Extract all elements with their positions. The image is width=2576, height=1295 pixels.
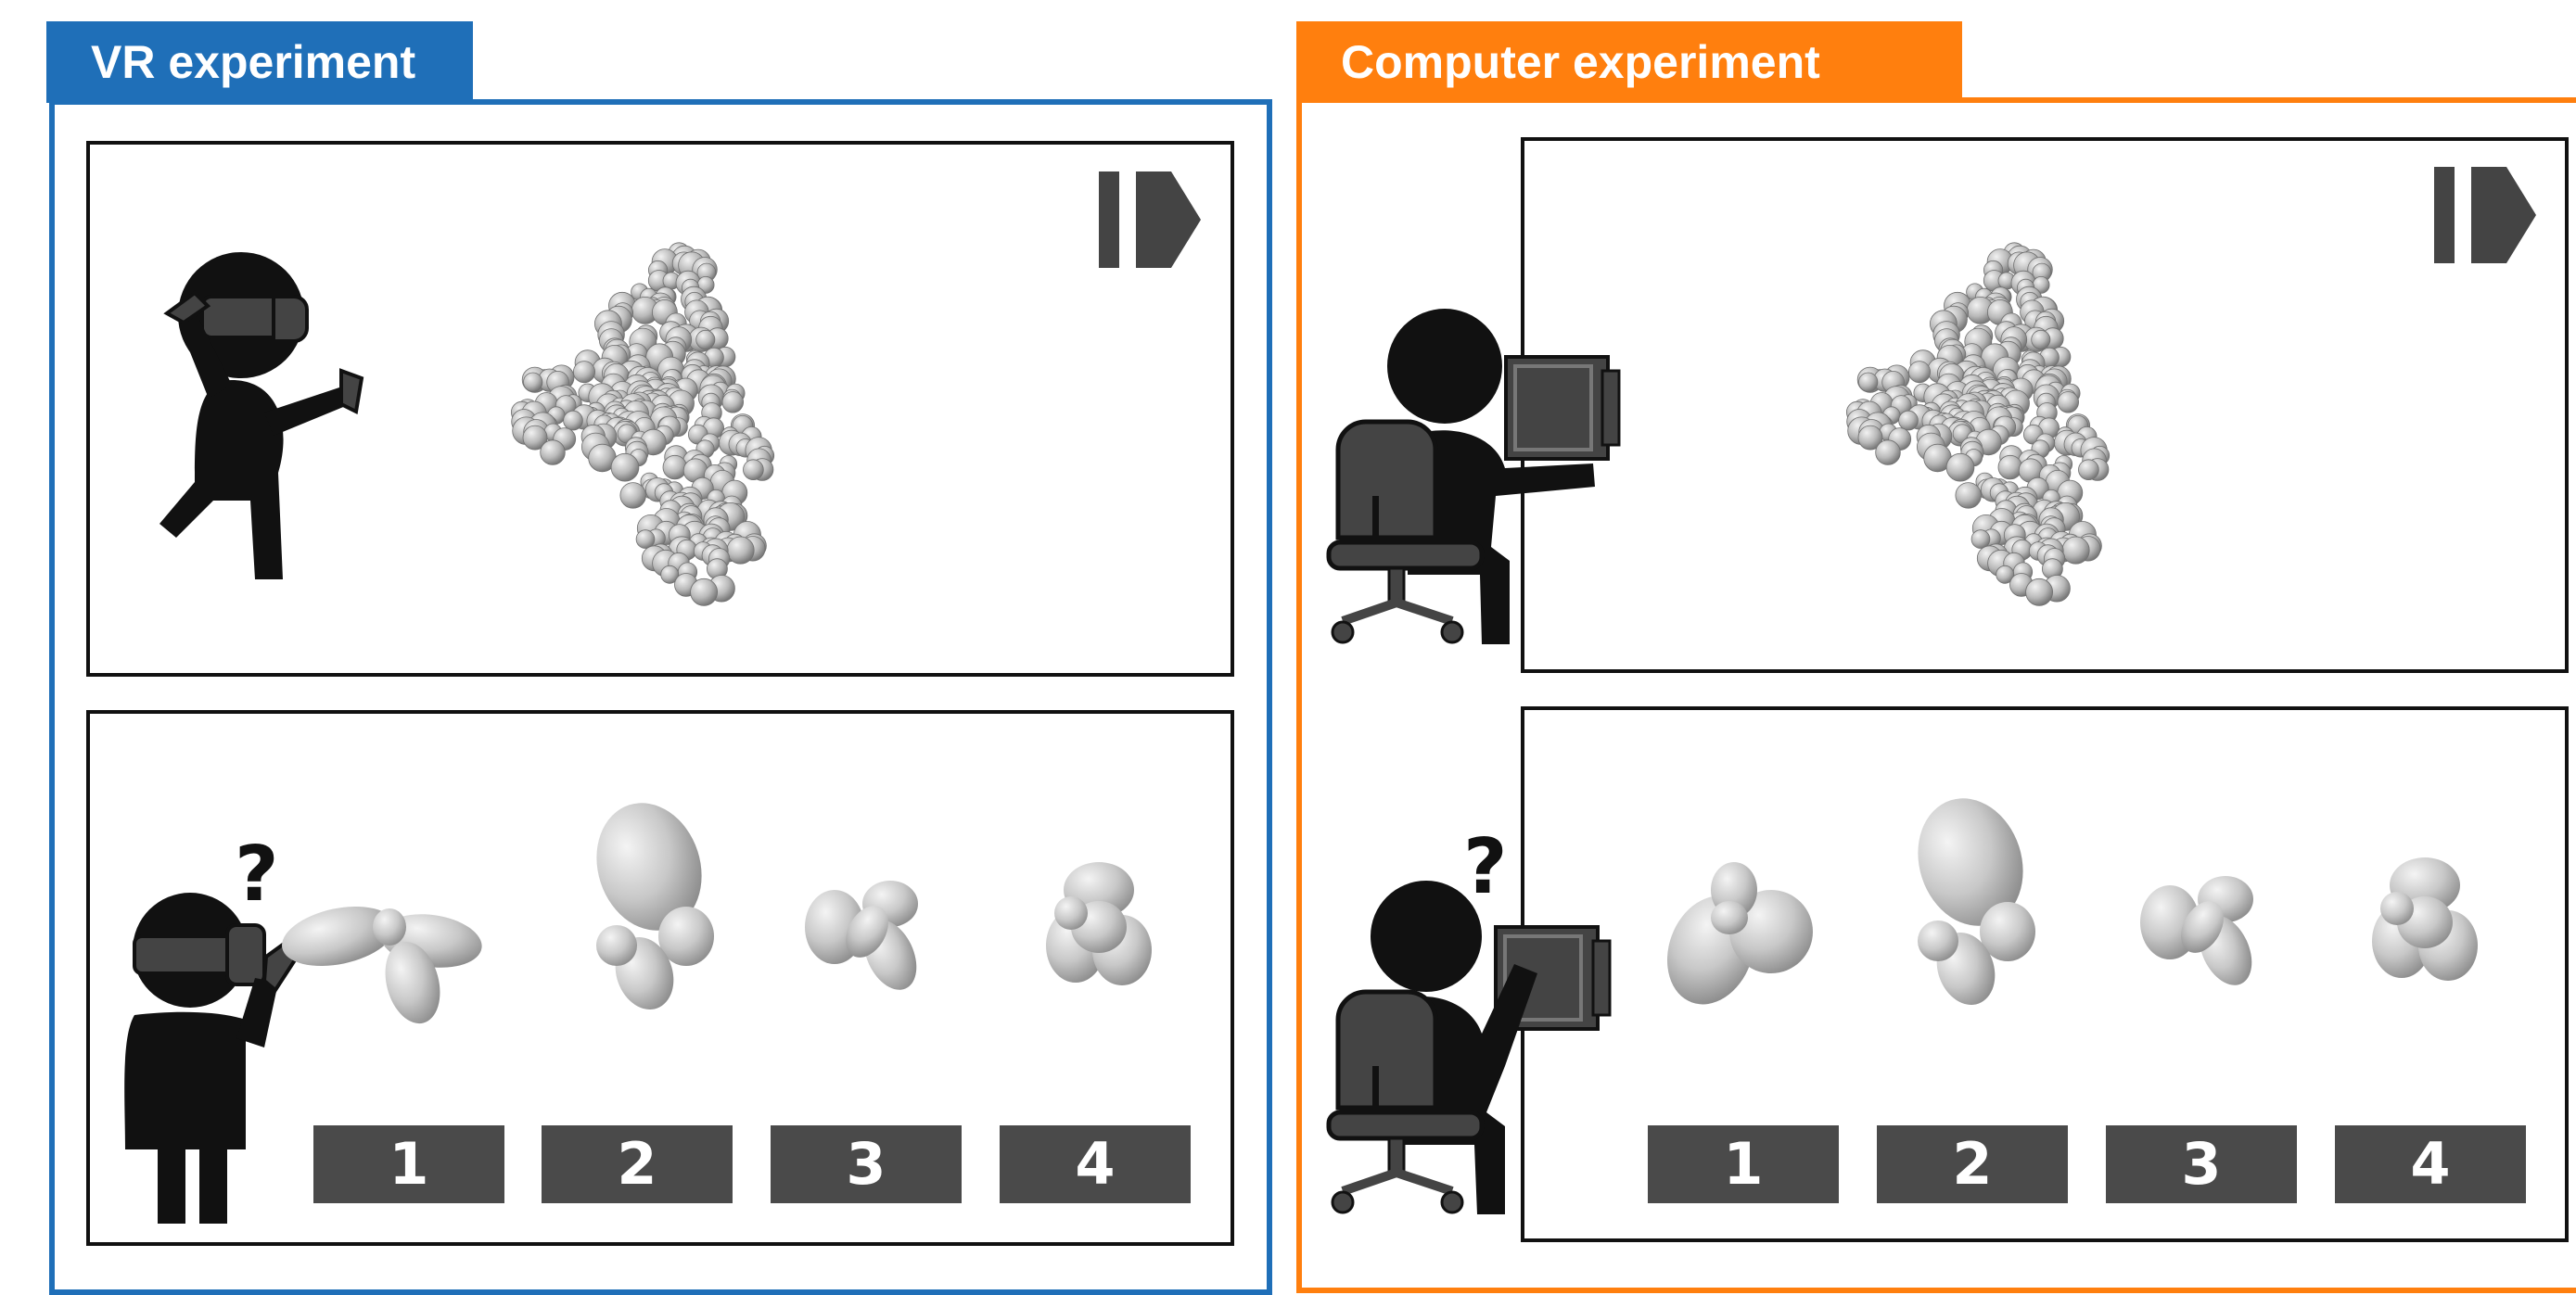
candidate-shape-2 xyxy=(1902,784,2039,1013)
candidate-shape-1 xyxy=(1652,862,1813,1017)
candidate-shape-3 xyxy=(2140,876,2263,994)
desk-computer-person-question-icon xyxy=(1326,881,1612,1214)
vr-headset-person-question-icon xyxy=(124,893,302,1224)
vr-answer-4-button[interactable]: 4 xyxy=(1000,1125,1191,1203)
candidate-shape-3 xyxy=(805,881,927,998)
protein-molecule-surface xyxy=(510,242,775,606)
vr-answer-3-button[interactable]: 3 xyxy=(771,1125,962,1203)
vr-answer-2-button[interactable]: 2 xyxy=(542,1125,733,1203)
computer-answer-3-button[interactable]: 3 xyxy=(2106,1125,2297,1203)
vr-answer-1-button[interactable]: 1 xyxy=(313,1125,504,1203)
next-icon[interactable] xyxy=(2434,167,2536,263)
vr-headset-person-icon xyxy=(158,250,363,581)
candidate-shape-1 xyxy=(276,896,486,1030)
question-mark: ? xyxy=(235,831,279,919)
protein-molecule-surface xyxy=(1845,242,2111,606)
computer-experiment-title: Computer experiment xyxy=(1296,21,1962,103)
desk-computer-person-icon xyxy=(1326,309,1621,644)
candidate-shape-4 xyxy=(1046,862,1152,985)
computer-answer-2-button[interactable]: 2 xyxy=(1877,1125,2068,1203)
computer-answer-1-button[interactable]: 1 xyxy=(1648,1125,1839,1203)
candidate-shape-2 xyxy=(580,789,718,1018)
candidate-shape-4 xyxy=(2372,857,2478,981)
next-icon[interactable] xyxy=(1099,171,1201,268)
vr-experiment-title: VR experiment xyxy=(46,21,473,103)
computer-answer-4-button[interactable]: 4 xyxy=(2335,1125,2526,1203)
question-mark: ? xyxy=(1463,823,1508,911)
